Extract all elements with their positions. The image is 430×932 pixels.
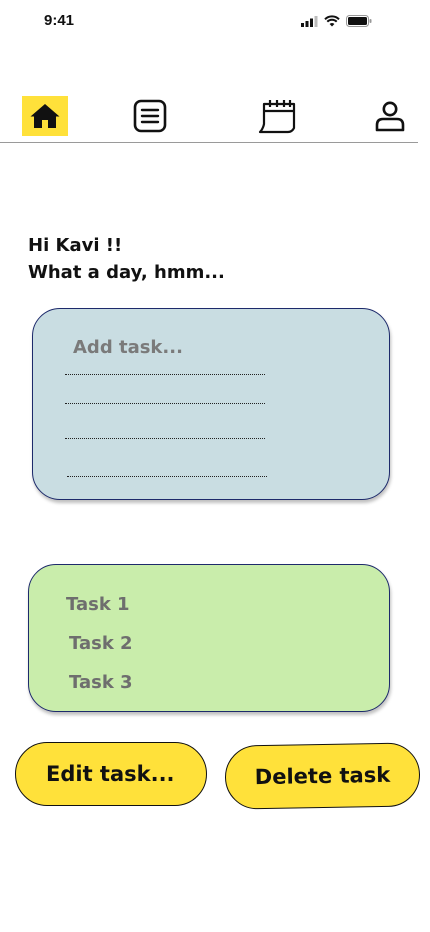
top-nav — [0, 92, 418, 143]
task-line-4[interactable] — [67, 476, 267, 477]
calendar-icon — [258, 100, 296, 134]
task-line-3[interactable] — [65, 438, 265, 439]
task-line-2[interactable] — [65, 403, 265, 404]
profile-icon — [375, 101, 405, 132]
status-bar: 9:41 — [0, 0, 430, 44]
home-icon — [30, 104, 60, 128]
add-task-card — [32, 308, 390, 500]
nav-home[interactable] — [22, 96, 68, 136]
status-time: 9:41 — [44, 12, 75, 29]
signal-icon — [301, 15, 318, 27]
nav-profile[interactable] — [367, 96, 413, 136]
list-icon — [133, 99, 167, 133]
battery-icon — [346, 15, 372, 27]
wifi-icon — [324, 15, 340, 27]
nav-calendar[interactable] — [254, 96, 300, 136]
nav-list[interactable] — [127, 96, 173, 136]
add-task-input[interactable] — [73, 337, 293, 358]
delete-task-button[interactable]: Delete task — [224, 742, 421, 810]
greeting: Hi Kavi !! What a day, hmm... — [28, 232, 225, 286]
task-line-1[interactable] — [65, 374, 265, 375]
task-list-card: Task 1 Task 2 Task 3 — [28, 564, 390, 712]
greeting-line-2: What a day, hmm... — [28, 262, 225, 283]
greeting-line-1: Hi Kavi !! — [28, 235, 123, 256]
task-item-3[interactable]: Task 3 — [69, 672, 133, 693]
task-item-2[interactable]: Task 2 — [69, 633, 133, 654]
edit-task-button[interactable]: Edit task... — [15, 742, 207, 806]
status-icons — [301, 15, 372, 27]
task-item-1[interactable]: Task 1 — [66, 594, 130, 615]
